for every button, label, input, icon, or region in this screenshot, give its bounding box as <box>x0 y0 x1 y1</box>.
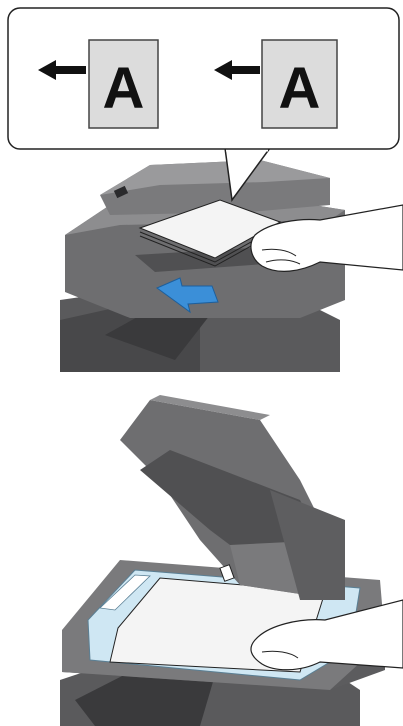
original-sheet-1: A <box>89 40 158 128</box>
sheet-letter: A <box>103 56 145 121</box>
platen-figure <box>60 395 403 726</box>
sheet-letter: A <box>279 56 321 121</box>
original-sheet-2: A <box>262 40 337 128</box>
callout-box: A A <box>8 8 399 149</box>
